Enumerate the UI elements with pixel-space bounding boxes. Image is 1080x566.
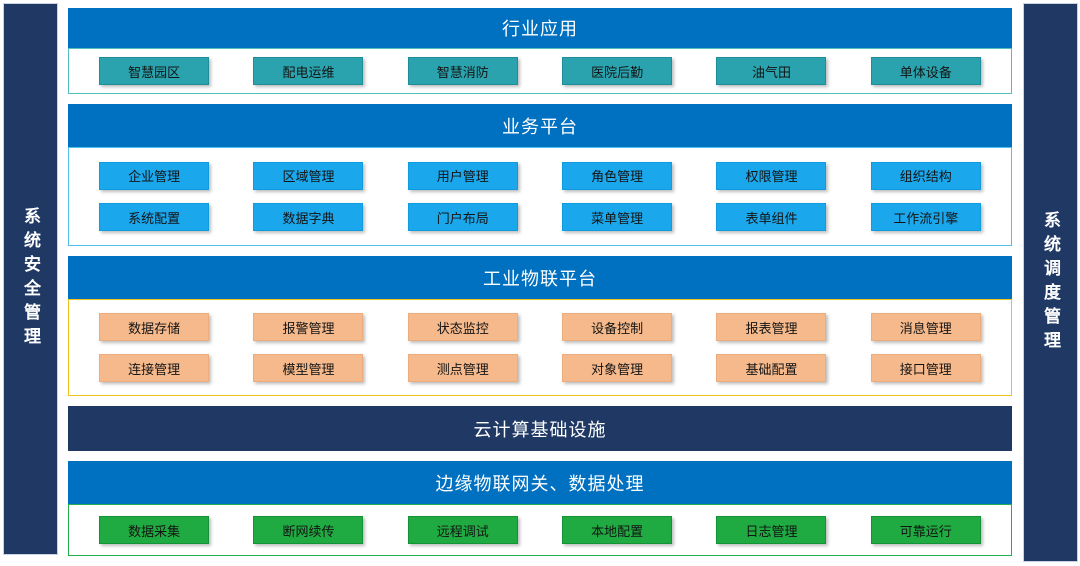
module-button-industry-apps-0-4[interactable]: 油气田 <box>716 57 827 85</box>
module-button-industrial-iot-platform-0-0[interactable]: 数据存储 <box>99 313 210 341</box>
sidebar-system-security: 系统安全管理 <box>3 3 58 555</box>
module-button-edge-gateway-0-1[interactable]: 断网续传 <box>253 516 364 544</box>
module-button-edge-gateway-0-3[interactable]: 本地配置 <box>562 516 673 544</box>
layers-stack: 行业应用智慧园区 配电运维 智慧消防 医院后勤 油气田 单体设备业务平台企业管理 区域管理 用… <box>68 8 1012 566</box>
module-button-industry-apps-0-1[interactable]: 配电运维 <box>253 57 364 85</box>
module-button-industrial-iot-platform-0-4[interactable]: 报表管理 <box>716 313 827 341</box>
module-button-edge-gateway-0-5[interactable]: 可靠运行 <box>870 516 981 544</box>
layer-body-business-platform: 企业管理 区域管理 用户管理 角色管理 权限管理 组织结构系统配置 数据字典 门户布局 菜单管理… <box>68 147 1012 246</box>
module-button-edge-gateway-0-2[interactable]: 远程调试 <box>407 516 518 544</box>
module-button-business-platform-1-1[interactable]: 数据字典 <box>253 203 364 232</box>
layer-business-platform: 业务平台企业管理 区域管理 用户管理 角色管理 权限管理 组织结构系统配置 数据字典 门户布局… <box>68 104 1012 246</box>
module-button-industrial-iot-platform-1-1[interactable]: 模型管理 <box>253 354 364 382</box>
module-button-business-platform-0-1[interactable]: 区域管理 <box>253 161 364 190</box>
layer-title-business-platform: 业务平台 <box>68 104 1012 147</box>
module-row: 企业管理 区域管理 用户管理 角色管理 权限管理 组织结构 <box>69 161 1011 190</box>
module-button-business-platform-0-3[interactable]: 角色管理 <box>562 161 673 190</box>
layer-body-industrial-iot-platform: 数据存储 报警管理 状态监控 设备控制 报表管理 消息管理连接管理 模型管理 测点管理 对象管理… <box>68 299 1012 396</box>
module-button-industry-apps-0-3[interactable]: 医院后勤 <box>562 57 673 85</box>
layer-industrial-iot-platform: 工业物联平台数据存储 报警管理 状态监控 设备控制 报表管理 消息管理连接管理 模型管理 测点… <box>68 256 1012 396</box>
module-button-industrial-iot-platform-1-2[interactable]: 测点管理 <box>407 354 518 382</box>
layer-title-industry-apps: 行业应用 <box>68 8 1012 48</box>
module-button-business-platform-0-4[interactable]: 权限管理 <box>716 161 827 190</box>
module-button-industrial-iot-platform-1-0[interactable]: 连接管理 <box>99 354 210 382</box>
module-button-industry-apps-0-0[interactable]: 智慧园区 <box>99 57 210 85</box>
module-button-business-platform-1-5[interactable]: 工作流引擎 <box>870 203 981 232</box>
layer-title-edge-gateway: 边缘物联网关、数据处理 <box>68 461 1012 504</box>
module-row: 智慧园区 配电运维 智慧消防 医院后勤 油气田 单体设备 <box>69 57 1011 85</box>
module-button-business-platform-1-0[interactable]: 系统配置 <box>99 203 210 232</box>
system-security-label: 系统安全管理 <box>21 207 40 351</box>
sidebar-system-scheduling: 系统调度管理 <box>1023 3 1078 562</box>
module-button-industrial-iot-platform-0-2[interactable]: 状态监控 <box>407 313 518 341</box>
module-button-business-platform-1-2[interactable]: 门户布局 <box>407 203 518 232</box>
module-button-industrial-iot-platform-0-1[interactable]: 报警管理 <box>253 313 364 341</box>
module-button-business-platform-0-0[interactable]: 企业管理 <box>99 161 210 190</box>
module-button-industry-apps-0-5[interactable]: 单体设备 <box>870 57 981 85</box>
module-button-industrial-iot-platform-1-5[interactable]: 接口管理 <box>870 354 981 382</box>
module-row: 连接管理 模型管理 测点管理 对象管理 基础配置 接口管理 <box>69 354 1011 382</box>
module-button-industry-apps-0-2[interactable]: 智慧消防 <box>407 57 518 85</box>
module-button-business-platform-1-3[interactable]: 菜单管理 <box>562 203 673 232</box>
layer-title-cloud-infrastructure: 云计算基础设施 <box>68 406 1012 451</box>
layer-title-industrial-iot-platform: 工业物联平台 <box>68 256 1012 299</box>
layer-body-edge-gateway: 数据采集 断网续传 远程调试 本地配置 日志管理 可靠运行 <box>68 504 1012 556</box>
module-row: 系统配置 数据字典 门户布局 菜单管理 表单组件 工作流引擎 <box>69 203 1011 232</box>
module-button-industrial-iot-platform-1-4[interactable]: 基础配置 <box>716 354 827 382</box>
module-button-business-platform-1-4[interactable]: 表单组件 <box>716 203 827 232</box>
module-button-business-platform-0-2[interactable]: 用户管理 <box>407 161 518 190</box>
system-scheduling-label: 系统调度管理 <box>1041 210 1060 355</box>
layer-edge-gateway: 边缘物联网关、数据处理数据采集 断网续传 远程调试 本地配置 日志管理 可靠运行 <box>68 461 1012 556</box>
layer-industry-apps: 行业应用智慧园区 配电运维 智慧消防 医院后勤 油气田 单体设备 <box>68 8 1012 94</box>
module-button-industrial-iot-platform-1-3[interactable]: 对象管理 <box>562 354 673 382</box>
module-row: 数据采集 断网续传 远程调试 本地配置 日志管理 可靠运行 <box>69 516 1011 544</box>
module-button-edge-gateway-0-0[interactable]: 数据采集 <box>99 516 210 544</box>
layer-body-industry-apps: 智慧园区 配电运维 智慧消防 医院后勤 油气田 单体设备 <box>68 48 1012 94</box>
module-button-industrial-iot-platform-0-3[interactable]: 设备控制 <box>562 313 673 341</box>
module-button-business-platform-0-5[interactable]: 组织结构 <box>870 161 981 190</box>
module-button-edge-gateway-0-4[interactable]: 日志管理 <box>716 516 827 544</box>
module-row: 数据存储 报警管理 状态监控 设备控制 报表管理 消息管理 <box>69 313 1011 341</box>
layer-cloud-infrastructure: 云计算基础设施 <box>68 406 1012 451</box>
module-button-industrial-iot-platform-0-5[interactable]: 消息管理 <box>870 313 981 341</box>
